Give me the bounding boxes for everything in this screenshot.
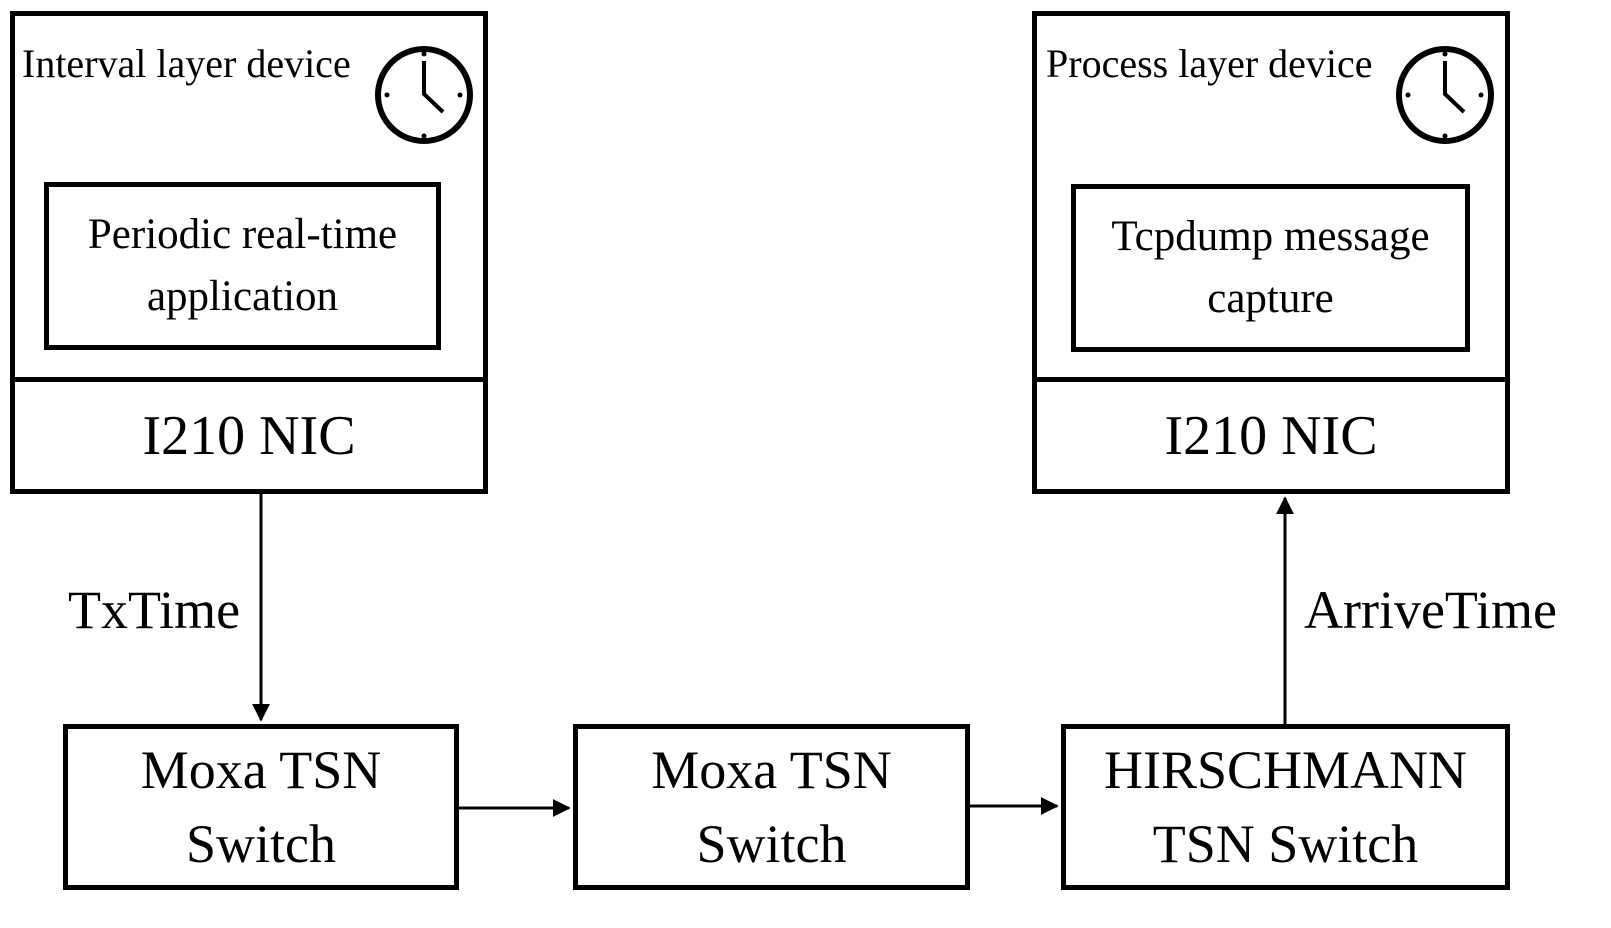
interval-nic-divider	[10, 377, 488, 382]
process-device-title: Process layer device	[1046, 41, 1373, 86]
switch-1-line-1: Moxa TSN	[140, 740, 382, 800]
app-line-2: application	[146, 273, 339, 320]
interval-nic: I210 NIC	[10, 382, 488, 489]
tcpdump-capture-box	[1071, 184, 1470, 352]
app-line-1: Periodic real-time	[87, 211, 398, 258]
switch-2-label: Moxa TSN Switch	[573, 724, 970, 890]
switch-1	[63, 724, 459, 890]
switch-3-line-1: HIRSCHMANN	[1103, 740, 1468, 800]
switch-2-line-1: Moxa TSN	[651, 740, 892, 800]
switch-3-label: HIRSCHMANN TSN Switch	[1061, 724, 1510, 890]
periodic-realtime-app-box	[44, 182, 441, 350]
switch-3	[1061, 724, 1510, 890]
switch-1-label: Moxa TSN Switch	[63, 724, 459, 890]
arrive-time-label: ArriveTime	[1304, 580, 1557, 640]
switch-3-line-2: TSN Switch	[1152, 814, 1419, 874]
tx-time-label: TxTime	[68, 580, 241, 640]
interval-nic-label: I210 NIC	[142, 404, 356, 467]
switch-2	[573, 724, 970, 890]
tcpdump-capture-label: Tcpdump message capture	[1071, 184, 1470, 352]
process-nic: I210 NIC	[1032, 382, 1510, 489]
app-line-2: capture	[1207, 275, 1334, 322]
switch-1-line-2: Switch	[185, 814, 336, 874]
interval-device-title: Interval layer device	[22, 41, 351, 86]
app-line-1: Tcpdump message	[1111, 213, 1430, 260]
process-nic-divider	[1032, 377, 1510, 382]
periodic-realtime-app-label: Periodic real-time application	[44, 182, 441, 350]
switch-2-line-2: Switch	[696, 814, 847, 874]
process-nic-label: I210 NIC	[1164, 404, 1378, 467]
